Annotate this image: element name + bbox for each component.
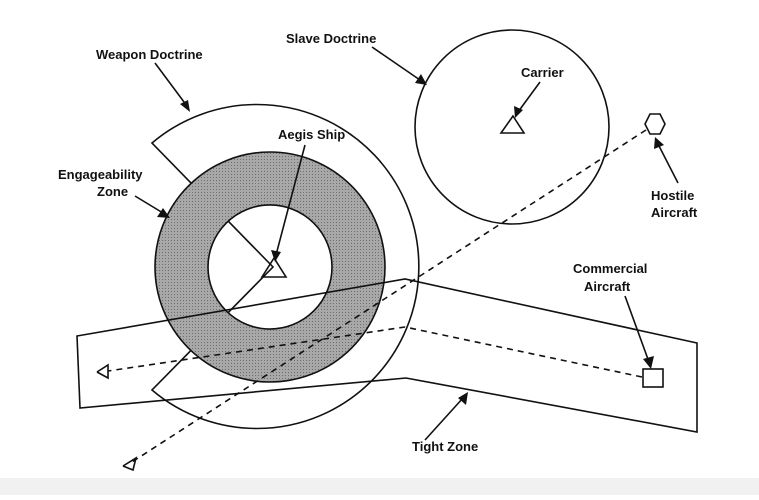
- engageability-zone-label-line1: Engageability: [58, 167, 143, 182]
- hostile-aircraft-symbol: [644, 113, 666, 135]
- tight-zone: [76, 278, 698, 433]
- commercial-aircraft-label-line2: Aircraft: [584, 279, 631, 294]
- slave-doctrine-zone: [414, 29, 610, 225]
- hostile-track: [131, 129, 647, 463]
- hostile-track-arrowhead: [122, 456, 138, 472]
- tight-zone-label: Tight Zone: [412, 439, 478, 454]
- hostile-aircraft-label-line1: Hostile: [651, 188, 694, 203]
- slave-doctrine-label: Slave Doctrine: [286, 31, 376, 46]
- commercial-track: [107, 326, 643, 378]
- weapon-doctrine-label: Weapon Doctrine: [96, 47, 203, 62]
- carrier-symbol: [499, 114, 526, 134]
- engageability-zone-label-line2: Zone: [97, 184, 128, 199]
- weapon-doctrine-zone: [150, 103, 420, 430]
- aegis-ship-label: Aegis Ship: [278, 127, 345, 142]
- bottom-strip: [0, 478, 759, 495]
- commercial-track-arrowhead: [96, 363, 109, 380]
- commercial-aircraft-label-line1: Commercial: [573, 261, 647, 276]
- aegis-ship-symbol: [260, 256, 288, 278]
- carrier-label: Carrier: [521, 65, 564, 80]
- hostile-aircraft-label-line2: Aircraft: [651, 205, 698, 220]
- commercial-aircraft-symbol: [642, 368, 664, 388]
- leader-arrows: [134, 46, 679, 441]
- engageability-zone: [154, 151, 386, 383]
